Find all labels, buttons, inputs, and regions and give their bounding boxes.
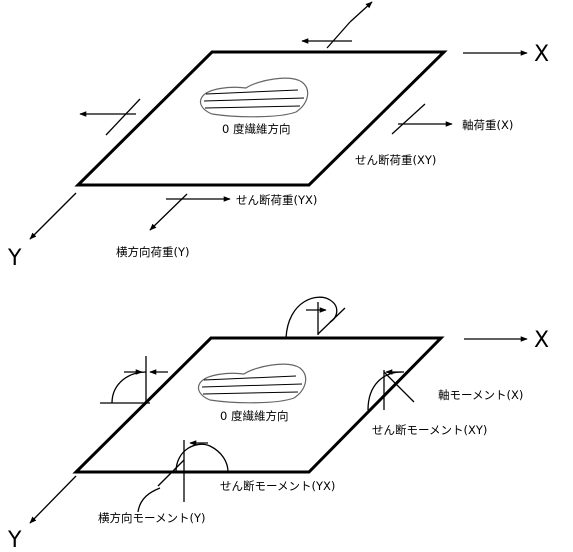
axial-load-label: 軸荷重(X) [462,118,513,132]
shear-load-yx-label: せん断荷重(YX) [236,193,317,207]
laminate-plate-bottom [72,336,445,474]
y-axis-label-top: Y [7,246,22,271]
axial-moment-symbol [367,369,415,411]
laminate-plate-top [74,50,448,187]
y-axis-label-bottom: Y [7,528,22,552]
fiber-direction-label-bottom: 0 度繊維方向 [220,409,288,423]
fiber-patch-top [199,77,309,118]
y-axis-arrow-top [29,192,77,240]
transverse-moment-label: 横方向モーメント(Y) [98,511,206,525]
fiber-direction-label-top: 0 度繊維方向 [222,122,290,136]
moment-panel: 0 度繊維方向 X Y 軸モーメント(X) せ [7,296,549,552]
load-panel: 0 度繊維方向 X Y 軸荷重(X) せん断荷重(XY) せん断荷重(YX) 横… [7,1,549,271]
axial-load-stem [391,103,426,135]
shear-load-xy-label: せん断荷重(XY) [355,153,436,167]
transverse-load-arrow [149,193,188,231]
shear-moment-xy-label: せん断モーメント(XY) [372,423,487,437]
y-axis-arrow-bottom [29,475,77,524]
opposite-axial-stem [105,98,141,136]
fiber-patch-bottom [197,363,307,404]
axial-moment-label: 軸モーメント(X) [438,388,523,402]
x-axis-label-top: X [534,42,549,67]
top-edge-stem [326,21,351,49]
left-edge-moment-symbol [100,356,168,404]
top-edge-up-arrow [349,1,373,23]
bottom-edge-moment-symbol [157,440,229,502]
x-axis-label-bottom: X [534,328,549,353]
top-edge-moment-symbol [285,296,346,339]
transverse-load-label: 横方向荷重(Y) [116,245,190,259]
transverse-moment-leader [137,487,161,513]
shear-moment-yx-label: せん断モーメント(YX) [220,479,335,493]
